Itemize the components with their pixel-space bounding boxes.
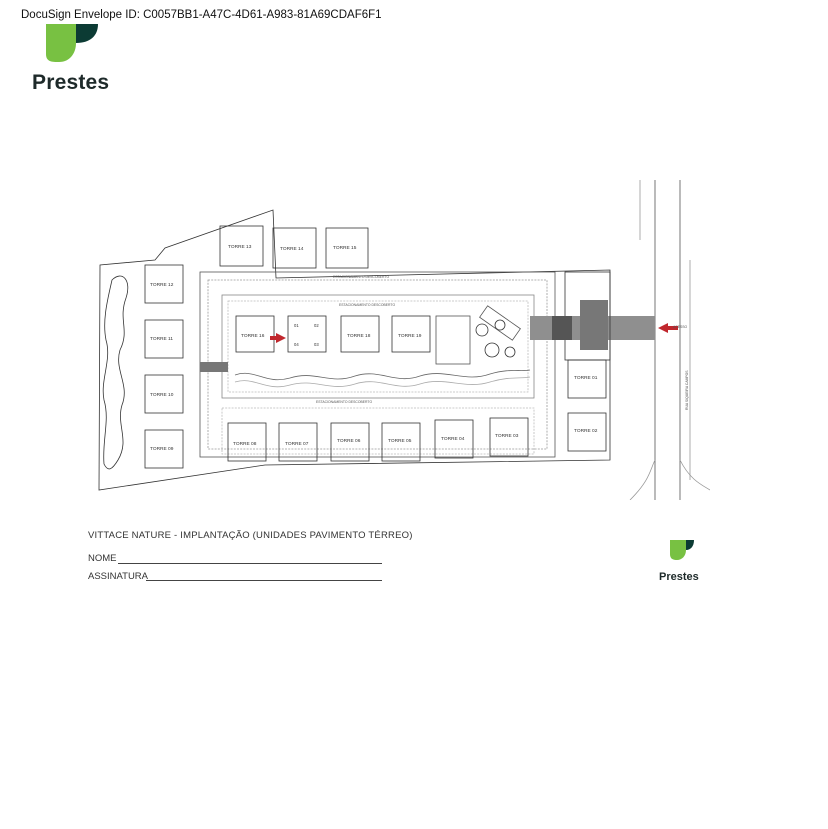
street-label: RUA SIQUEIRA CAMPOS — [685, 370, 689, 410]
tower-label: TORRE 10 — [150, 392, 174, 398]
access-label: ACESSO — [673, 325, 687, 329]
tower-label: TORRE 14 — [280, 246, 304, 252]
signature-label: ASSINATURA — [88, 571, 149, 582]
tower-label: TORRE 11 — [150, 336, 173, 342]
tower-label: TORRE 03 — [495, 433, 519, 439]
tower-label: TORRE 01 — [574, 375, 598, 381]
site-plan: TORRE 13 TORRE 14 TORRE 15 TORRE 12 TORR… — [98, 180, 710, 500]
brand-name: Prestes — [32, 71, 110, 94]
unit-label: 03 — [314, 342, 319, 347]
name-field-line[interactable] — [118, 563, 382, 564]
tower-label: TORRE 07 — [285, 441, 309, 447]
tower-label: TORRE 12 — [150, 282, 174, 288]
tower-label: TORRE 09 — [150, 446, 174, 452]
access-arrow-icon — [658, 323, 678, 333]
tower-label: TORRE 08 — [233, 441, 257, 447]
creek — [102, 275, 129, 470]
name-label: NOME — [88, 553, 117, 564]
tower-label: TORRE 04 — [441, 436, 465, 442]
tower-label: TORRE 13 — [228, 244, 252, 250]
parking-label: ESTACIONAMENTO DESCOBERTO — [339, 303, 395, 307]
tower-label: TORRE 05 — [388, 438, 412, 444]
brand-name-small: Prestes — [659, 571, 699, 583]
tower-label: TORRE 15 — [333, 245, 357, 251]
plan-caption: VITTACE NATURE - IMPLANTAÇÃO (UNIDADES P… — [88, 530, 413, 541]
parking-label: ESTACIONAMENTO DESCOBERTO — [316, 400, 372, 404]
prestes-logo-icon — [46, 24, 98, 62]
tower-label: TORRE 18 — [347, 333, 371, 339]
lot-boundary — [98, 209, 611, 491]
unit-label: 01 — [294, 323, 299, 328]
prestes-logo-small-icon — [670, 540, 694, 560]
tower-label: TORRE 06 — [337, 438, 361, 444]
unit-label: 04 — [294, 342, 299, 347]
docusign-envelope-id: DocuSign Envelope ID: C0057BB1-A47C-4D61… — [21, 9, 382, 21]
unit-label: 02 — [314, 323, 319, 328]
parking-label: ESTACIONAMENTO DESCOBERTO — [333, 275, 389, 279]
signature-field-line[interactable] — [146, 580, 382, 581]
tower-label: TORRE 19 — [398, 333, 422, 339]
location-arrow-icon — [270, 333, 286, 343]
tower-label: TORRE 16 — [241, 333, 265, 339]
tower-label: TORRE 02 — [574, 428, 598, 434]
